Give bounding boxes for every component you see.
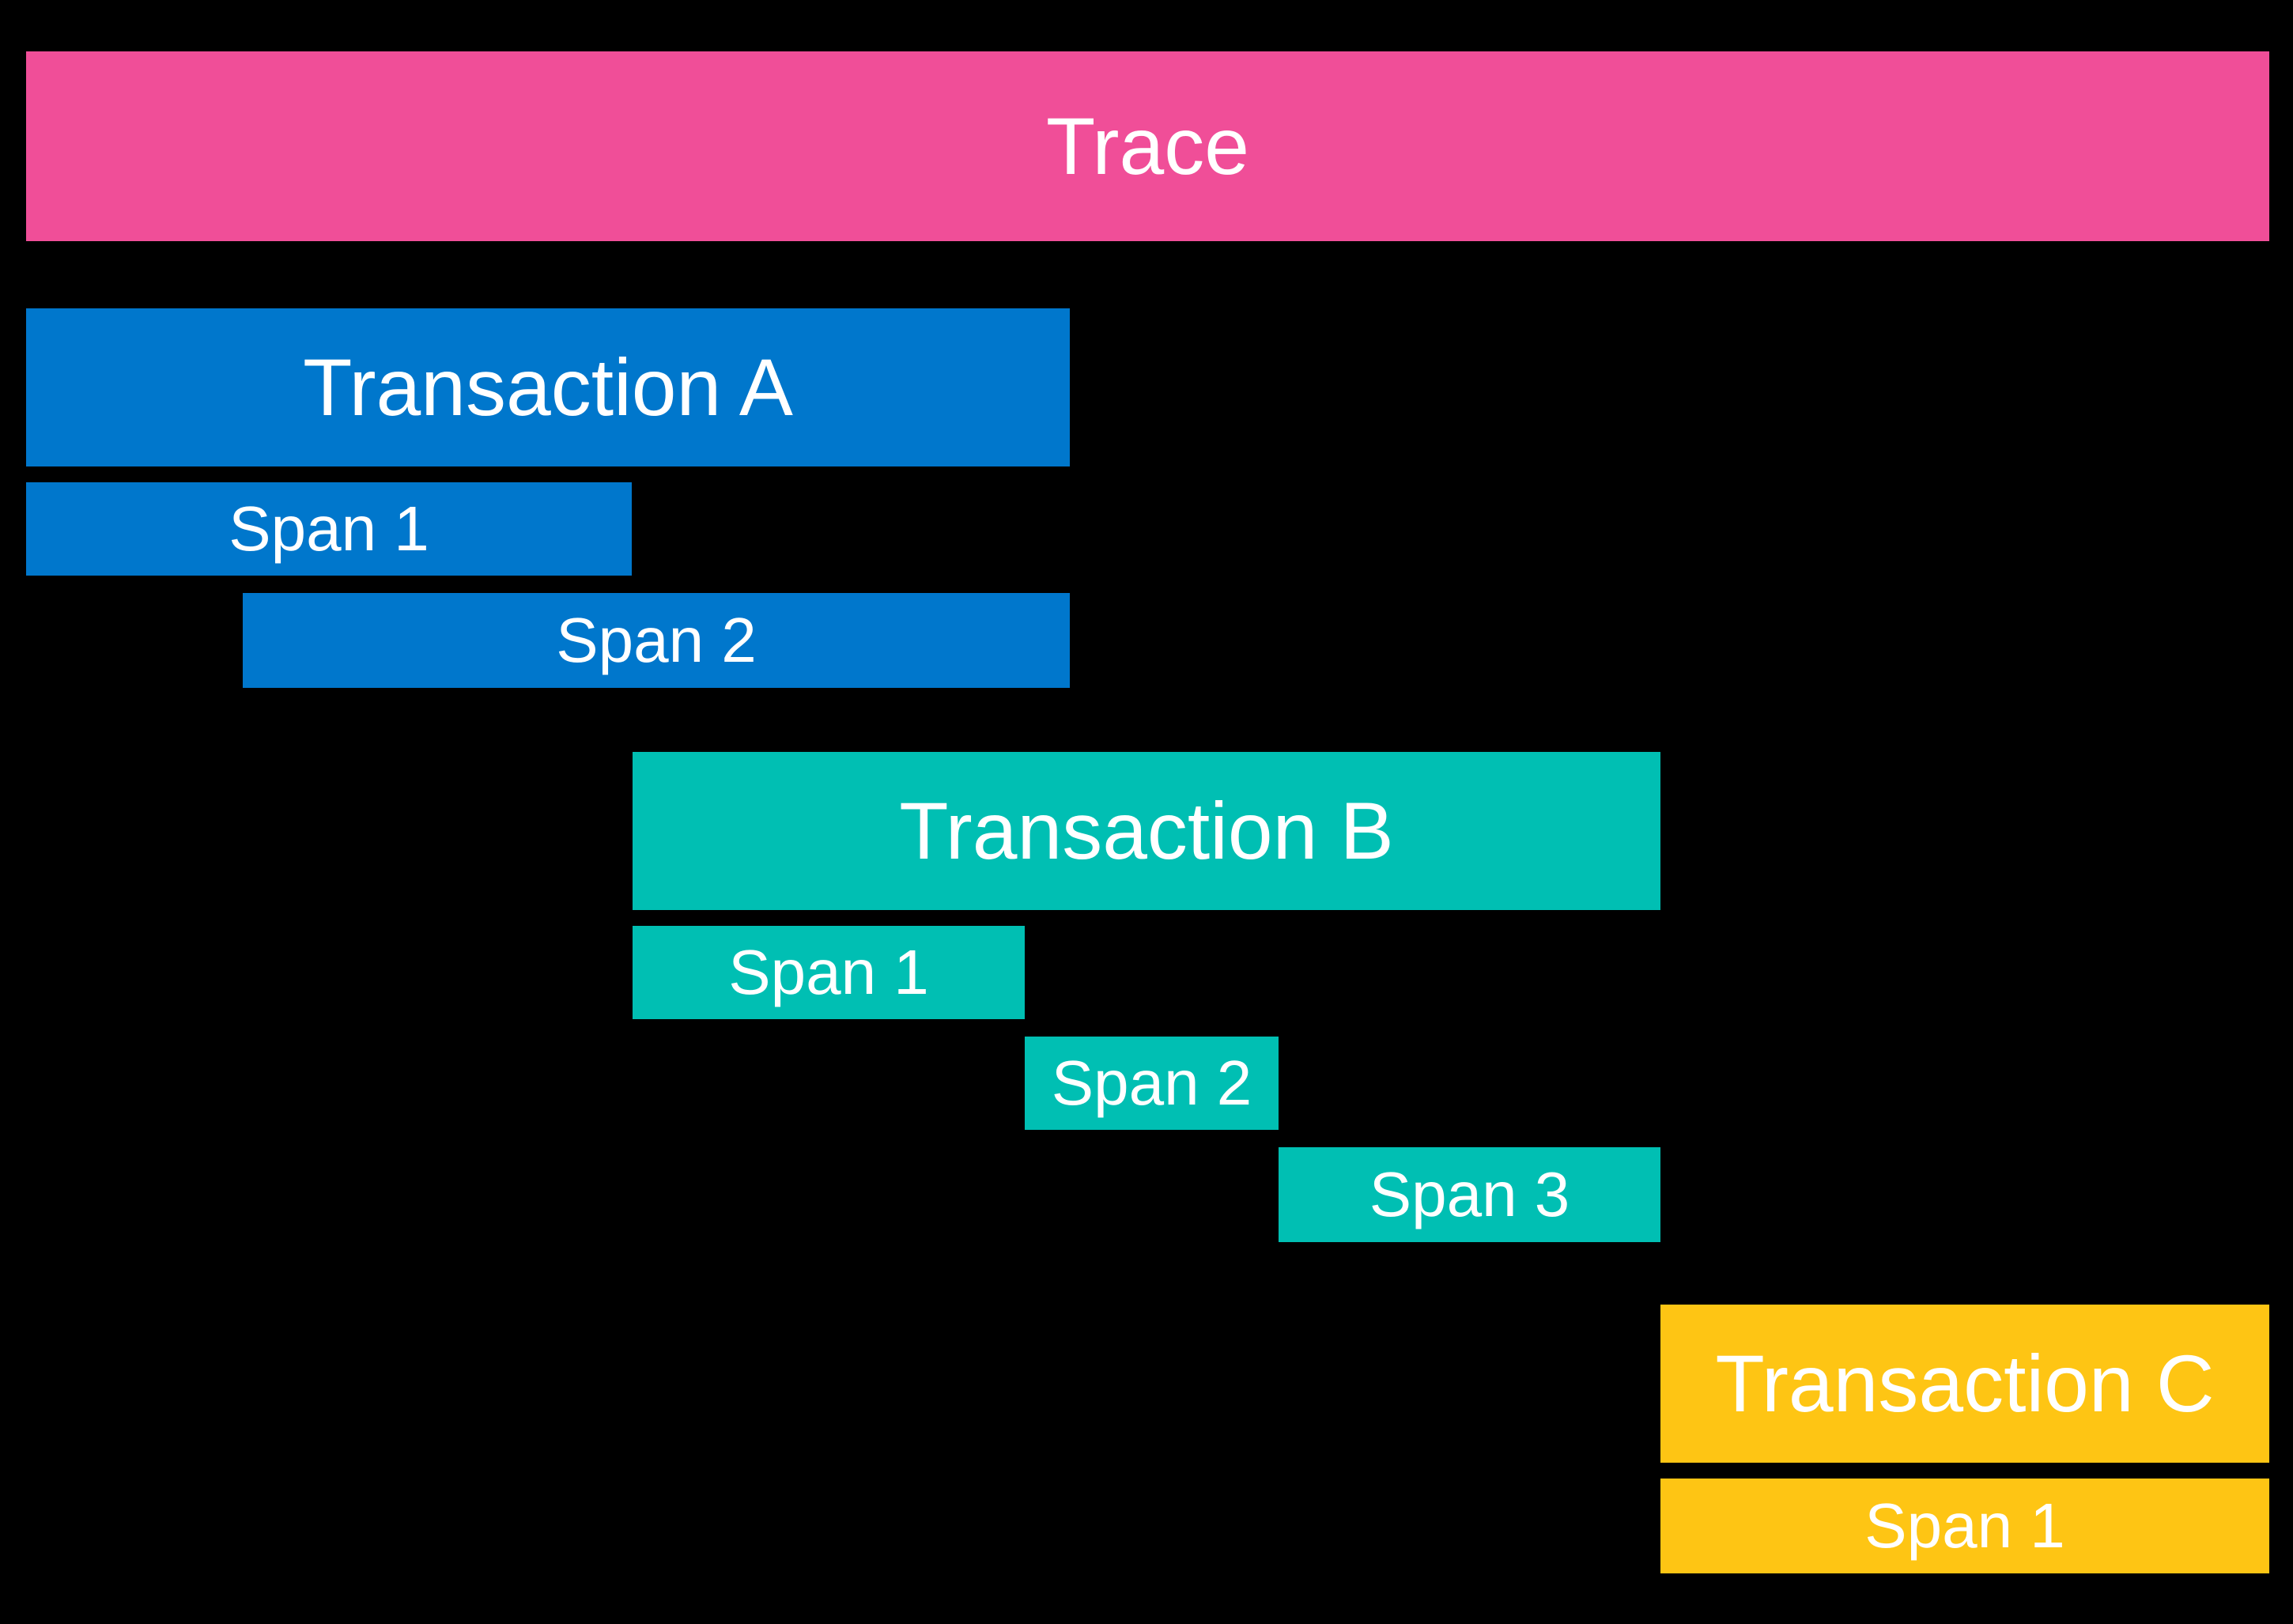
transaction-b-span-3-bar: Span 3 — [1279, 1147, 1660, 1242]
transaction-a-bar: Transaction A — [26, 308, 1070, 466]
transaction-a-span-1-label: Span 1 — [229, 493, 429, 564]
transaction-b-span-1-bar: Span 1 — [633, 926, 1025, 1019]
transaction-c-bar: Transaction C — [1660, 1305, 2269, 1463]
transaction-a-span-2-label: Span 2 — [556, 605, 757, 675]
transaction-b-bar: Transaction B — [633, 752, 1660, 910]
transaction-b-span-1-label: Span 1 — [728, 937, 929, 1007]
transaction-a-span-2-bar: Span 2 — [243, 593, 1070, 688]
transaction-b-label: Transaction B — [899, 786, 1394, 876]
transaction-a-label: Transaction A — [303, 342, 793, 432]
transaction-c-span-1-bar: Span 1 — [1660, 1479, 2269, 1573]
transaction-b-span-3-label: Span 3 — [1369, 1159, 1570, 1229]
transaction-c-label: Transaction C — [1715, 1339, 2215, 1429]
transaction-c-span-1-label: Span 1 — [1864, 1490, 2065, 1561]
transaction-a-span-1-bar: Span 1 — [26, 482, 632, 576]
transaction-b-span-2-label: Span 2 — [1051, 1048, 1252, 1118]
trace-bar: Trace — [26, 51, 2269, 241]
transaction-b-span-2-bar: Span 2 — [1025, 1037, 1279, 1130]
trace-label: Trace — [1046, 101, 1249, 191]
